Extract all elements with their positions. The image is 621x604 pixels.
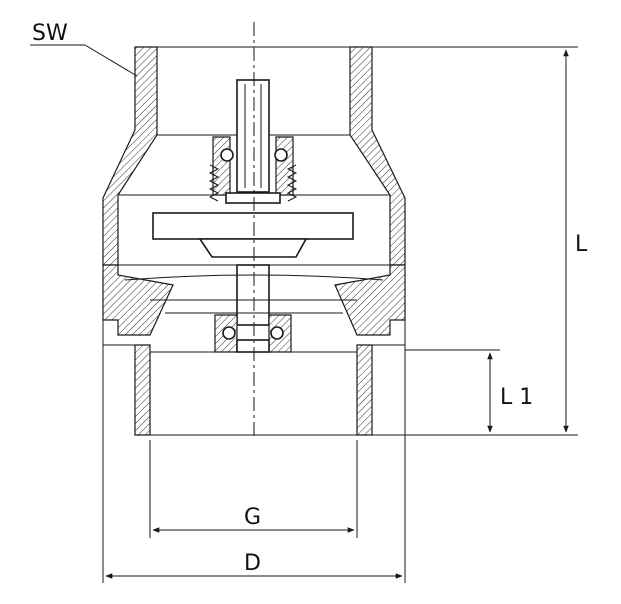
label-sw: SW <box>32 21 68 46</box>
body-wall-left-lower <box>134 344 151 436</box>
label-d: D <box>244 551 261 576</box>
body-wall-right-lower <box>356 344 373 436</box>
dimension-l1 <box>405 349 500 433</box>
spring-right <box>286 164 298 202</box>
body-wall-left-upper <box>102 46 158 266</box>
body-wall-right-upper <box>349 46 406 266</box>
valve-seat <box>102 264 406 336</box>
valve-disc <box>152 212 354 258</box>
o-ring-lower-left <box>222 326 236 340</box>
upper-stem-guide <box>208 136 298 204</box>
dimension-l <box>372 46 578 436</box>
leader-sw <box>30 44 138 77</box>
o-ring-upper-right <box>274 148 288 162</box>
valve-body-lower <box>102 320 406 436</box>
dimension-d <box>102 345 406 583</box>
spring-left <box>208 164 220 202</box>
label-l: L <box>575 232 588 257</box>
o-ring-lower-right <box>270 326 284 340</box>
o-ring-upper-left <box>220 148 234 162</box>
label-l1: L 1 <box>500 385 533 410</box>
label-g: G <box>244 505 261 530</box>
dimension-g <box>149 440 358 538</box>
seat-ring-left <box>102 264 174 336</box>
seat-ring-right <box>334 264 406 336</box>
